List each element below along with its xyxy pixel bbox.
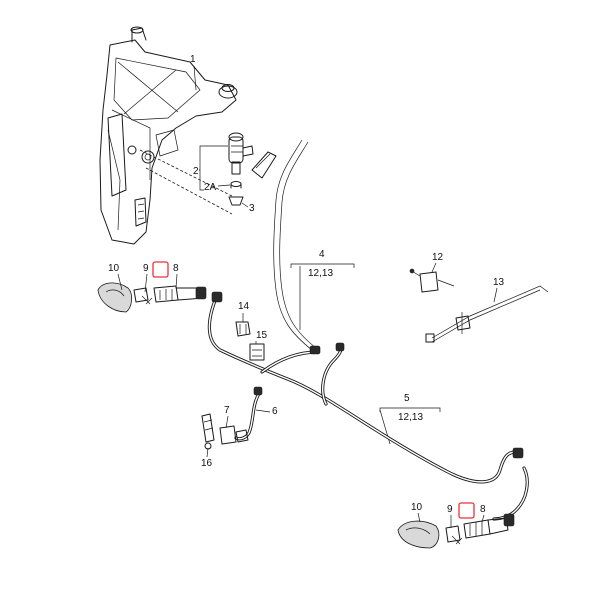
callout-9-bottom: 9 [447, 504, 453, 515]
callout-5: 5 [404, 393, 410, 404]
grommet-2a [230, 181, 242, 187]
highlight-box-bottom [458, 502, 475, 519]
clip-15 [249, 343, 265, 361]
callout-16: 16 [201, 458, 213, 469]
callout-12: 12 [432, 252, 444, 263]
callout-14: 14 [238, 301, 250, 312]
callout-9-top: 9 [143, 263, 149, 274]
highlight-box-top [152, 261, 169, 278]
nozzle-assembly-left [97, 282, 223, 313]
callout-5-sub: 12,13 [398, 412, 423, 423]
washer-reservoir [99, 26, 238, 245]
cable-tie-13 [425, 285, 549, 343]
callout-8-top: 8 [173, 263, 179, 274]
callout-3: 3 [249, 203, 255, 214]
callout-6: 6 [272, 406, 278, 417]
callout-13: 13 [493, 277, 505, 288]
supply-hose-upper [251, 139, 317, 351]
wire-clip-12 [409, 268, 455, 293]
callout-4-sub: 12,13 [308, 268, 333, 279]
callout-15: 15 [256, 330, 268, 341]
connector-group-lower [201, 413, 249, 450]
callout-1: 1 [190, 54, 196, 65]
callout-8-bottom: 8 [480, 504, 486, 515]
callout-10-bottom: 10 [411, 502, 423, 513]
callout-10-top: 10 [108, 263, 120, 274]
callout-7: 7 [224, 405, 230, 416]
callout-2: 2 [193, 166, 199, 177]
pump-cap-3 [228, 196, 244, 206]
callout-2a: 2A [204, 182, 217, 193]
washer-pump [139, 132, 254, 215]
nozzle-assembly-right [397, 513, 515, 549]
clip-14 [235, 321, 251, 337]
callout-4: 4 [319, 249, 325, 260]
